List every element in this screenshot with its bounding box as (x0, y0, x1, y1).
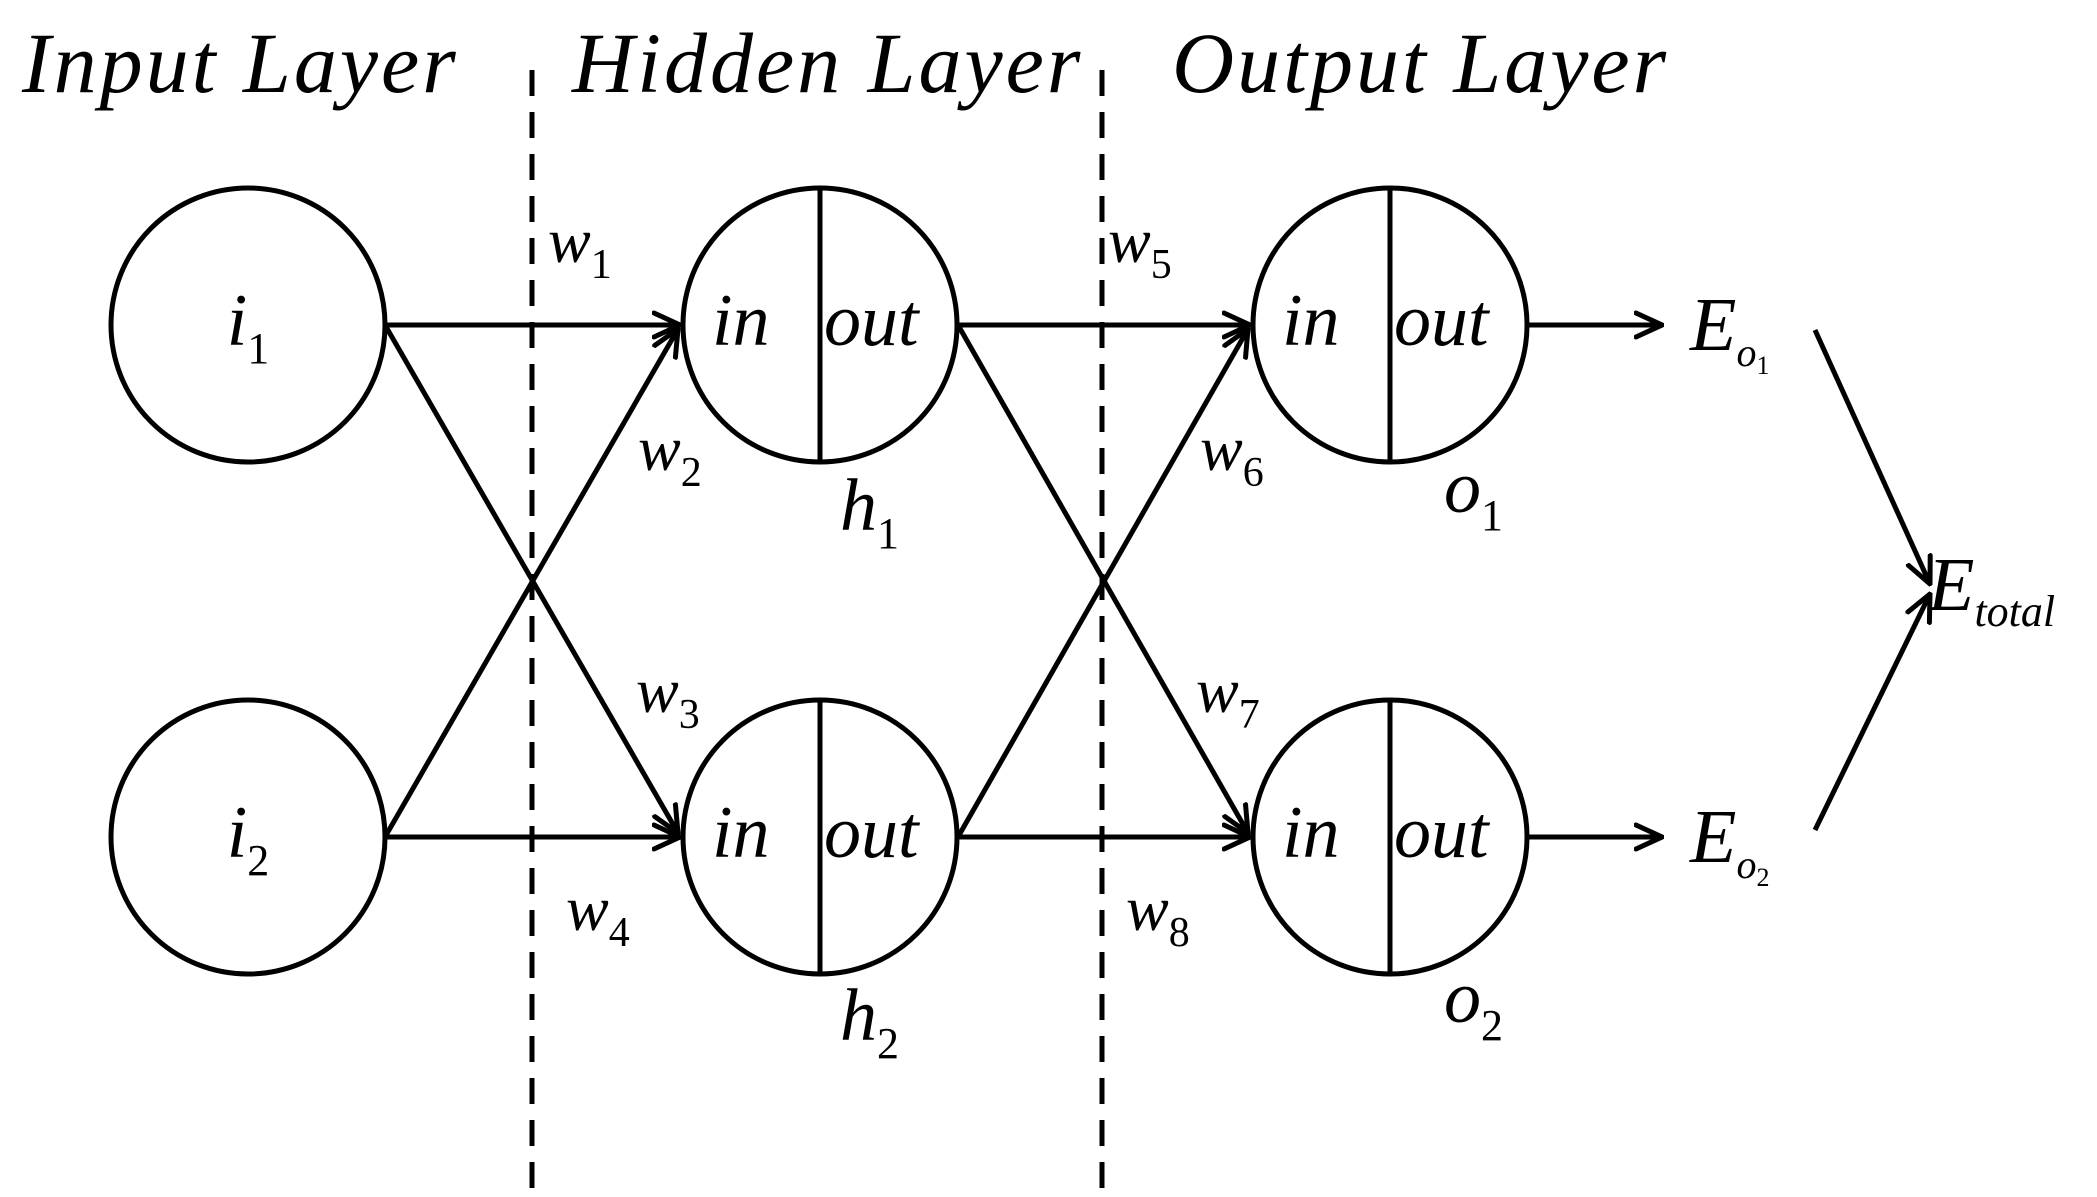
node-i1-var: i (227, 280, 248, 362)
weight-w1: w1 (548, 205, 612, 288)
weight-w4: w4 (566, 873, 630, 956)
hidden-layer-title: Hidden Layer (571, 15, 1083, 111)
node-o1-out-label: out (1394, 280, 1491, 362)
node-o2-label: o2 (1444, 957, 1503, 1050)
node-h2-out-label: out (824, 792, 921, 874)
node-h2-label: h2 (840, 975, 899, 1068)
node-o1-label: o1 (1444, 447, 1503, 540)
connections-errors (1528, 325, 1930, 837)
error-eo1: Eo1 (1689, 283, 1769, 380)
output-layer-title: Output Layer (1172, 15, 1669, 111)
edge-h2-o1 (955, 329, 1248, 839)
node-h2-in-label: in (712, 792, 770, 874)
weight-w5: w5 (1108, 205, 1172, 288)
edge-eo1-total (1812, 328, 1930, 584)
node-i2: i2 (108, 697, 388, 977)
connections-hidden-output (955, 325, 1250, 839)
weight-w2: w2 (638, 413, 702, 496)
node-o1-in-label: in (1282, 280, 1340, 362)
node-o2-out-label: out (1394, 792, 1491, 874)
node-o2: in out (1250, 697, 1530, 977)
weight-w6: w6 (1200, 413, 1264, 496)
node-o1: in out (1250, 185, 1530, 465)
error-total: Etotal (1927, 543, 2055, 636)
node-i1-sub: 1 (247, 324, 269, 373)
node-h1-in-label: in (712, 280, 770, 362)
node-i2-sub: 2 (247, 836, 269, 885)
weight-w7: w7 (1196, 655, 1260, 738)
edge-eo2-total (1812, 594, 1930, 832)
edge-i2-h1 (382, 329, 678, 839)
node-h1: in out (680, 185, 960, 465)
node-h2: in out (680, 697, 960, 977)
node-h1-label: h1 (840, 465, 899, 558)
node-i1: i1 (108, 185, 388, 465)
node-h1-out-label: out (824, 280, 921, 362)
svg-text:i2: i2 (227, 792, 270, 885)
node-i2-var: i (227, 792, 248, 874)
node-o2-in-label: in (1282, 792, 1340, 874)
error-eo2: Eo2 (1689, 795, 1769, 892)
connections-input-hidden (382, 325, 680, 839)
svg-text:i1: i1 (227, 280, 270, 373)
input-layer-title: Input Layer (21, 15, 459, 111)
weight-w3: w3 (636, 655, 700, 738)
weight-w8: w8 (1126, 873, 1190, 956)
